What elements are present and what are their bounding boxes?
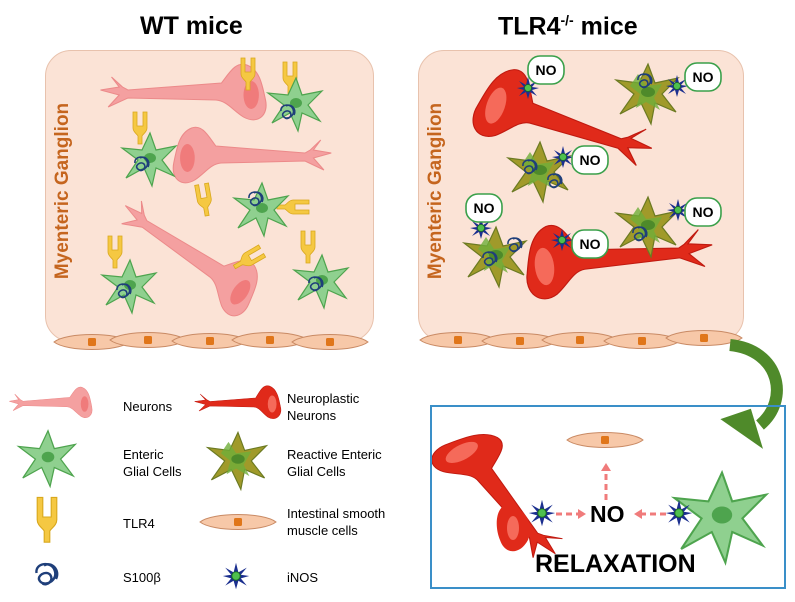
- legend-glial-label: Enteric Glial Cells: [123, 447, 182, 479]
- relaxation-box: [430, 405, 786, 589]
- tlr4-title-sup: -/-: [560, 12, 574, 28]
- relax-no-label: NO: [590, 501, 625, 527]
- no-label-1: NO: [536, 62, 557, 78]
- curved-arrow: [720, 339, 783, 449]
- legend-neuron-icon: [8, 386, 93, 418]
- relax-arrows: [556, 463, 666, 519]
- tlr4-title-suffix: mice: [573, 12, 638, 41]
- legend-glial-icon: [17, 430, 76, 488]
- wt-glial-2: [121, 132, 177, 187]
- legend-reactive-glial-label: Reactive Enteric Glial Cells: [287, 447, 382, 479]
- no-label-3: NO: [580, 152, 601, 168]
- legend-neuroplastic-neuron-icon: [194, 385, 282, 419]
- legend-neurons-label: Neurons: [123, 399, 173, 414]
- wt-tlr4-4: [194, 182, 215, 218]
- wt-glial-3: [233, 182, 289, 237]
- legend-inos-icon: [222, 562, 250, 590]
- legend-s100b-label: S100β: [123, 570, 161, 585]
- no-label-2: NO: [693, 69, 714, 85]
- no-label-6: NO: [474, 200, 495, 216]
- no-label-5: NO: [580, 236, 601, 252]
- legend-smooth-muscle-icon: [199, 514, 277, 530]
- tlr4-smooth-muscle-row: [419, 330, 743, 349]
- wt-tlr4-6: [107, 235, 123, 269]
- tlr4-neuroplastic-neuron-1: [467, 61, 664, 185]
- wt-neuron-2: [172, 126, 332, 184]
- legend-reactive-glial-icon: [207, 431, 268, 490]
- relaxation-title: RELAXATION: [535, 550, 696, 578]
- tlr4-reactive-glial-2: [507, 141, 571, 203]
- no-label-4: NO: [693, 204, 714, 220]
- wt-glial-1: [267, 77, 323, 132]
- wt-title: WT mice: [140, 12, 243, 40]
- relax-neuron-body: [496, 505, 531, 552]
- legend-tlr4-label: TLR4: [123, 516, 155, 531]
- legend-inos-label: iNOS: [287, 570, 319, 585]
- tlr4-reactive-glial-1: [615, 63, 679, 125]
- legend-s100b-icon: [35, 562, 59, 586]
- legend-neuroplastic-label: Neuroplastic Neurons: [287, 391, 360, 423]
- wt-smooth-muscle-row: [53, 332, 369, 350]
- tlr4-title: TLR4-/- mice: [498, 12, 638, 41]
- tlr4-neuroplastic-neuron-2: [520, 209, 718, 302]
- wt-tlr4-3: [132, 111, 148, 145]
- legend-smooth-muscle-label: Intestinal smooth muscle cells: [287, 506, 386, 538]
- wt-tlr4-7: [300, 230, 316, 264]
- tlr4-title-main: TLR4: [498, 12, 561, 41]
- legend-tlr4-icon: [36, 496, 58, 543]
